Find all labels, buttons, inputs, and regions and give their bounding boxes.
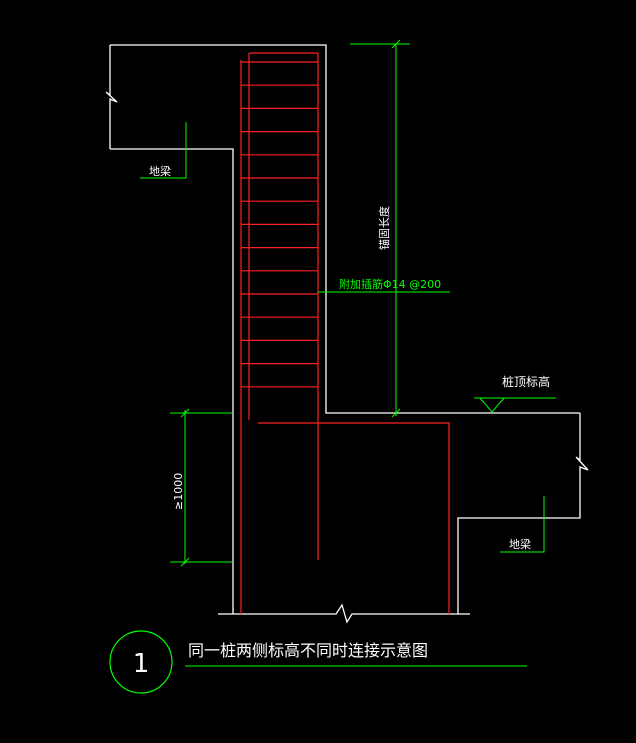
right-beam-outline xyxy=(457,413,589,614)
bottom-break-line xyxy=(218,603,470,624)
rebar-group xyxy=(240,52,450,614)
ground-beam-left-label: 地梁 xyxy=(149,164,171,178)
anchorage-dim-tick-bottom xyxy=(391,408,401,418)
left-beam-outline xyxy=(110,44,580,414)
pile-top-elevation-label: 桩顶标高 xyxy=(502,374,550,389)
drawing-title: 同一桩两侧标高不同时连接示意图 xyxy=(188,641,428,660)
dimension-lines xyxy=(140,39,556,667)
pile-top-elevation-marker xyxy=(479,397,505,413)
added-rebar-label: 附加插筋Φ14 @200 xyxy=(339,277,441,291)
ground-beam-right-leader xyxy=(500,496,545,553)
left-beam-bottom-outline xyxy=(110,148,234,614)
min-depth-tick-top xyxy=(180,408,190,418)
structure-outline xyxy=(105,44,589,624)
min-depth-tick-bottom xyxy=(180,557,190,567)
left-break-line xyxy=(105,45,118,149)
detail-number-circle xyxy=(109,630,173,694)
detail-number: 1 xyxy=(133,649,150,679)
min-depth-label: ≥1000 xyxy=(172,473,185,510)
stirrups xyxy=(241,61,318,388)
anchorage-dim-tick-top xyxy=(391,39,401,49)
rebar-pile-right xyxy=(258,422,450,614)
ground-beam-right-label: 地梁 xyxy=(509,537,531,551)
ground-beam-left-leader xyxy=(140,122,187,179)
anchorage-length-label: 锚固长度 xyxy=(377,206,391,250)
